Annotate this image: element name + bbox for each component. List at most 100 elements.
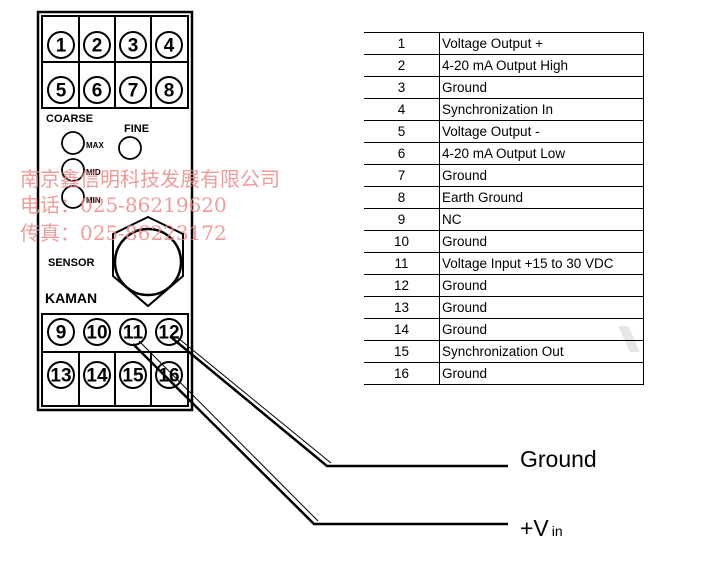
pin-function-cell: Ground <box>439 362 644 385</box>
watermark-line-2: 电话：025-86219620 <box>20 193 227 217</box>
pin-number-cell: 1 <box>364 32 440 55</box>
pin-number-cell: 8 <box>364 186 440 209</box>
terminal-1 <box>47 31 75 59</box>
pin-number-cell: 10 <box>364 230 440 253</box>
terminal-9-label: 9 <box>56 323 67 344</box>
max-label: MAX <box>86 141 104 150</box>
terminal-9 <box>47 318 75 346</box>
coarse-label: COARSE <box>46 113 93 125</box>
terminal-14-label: 14 <box>86 366 108 387</box>
min-label: MIN <box>86 196 101 205</box>
pin-number-cell: 11 <box>364 252 440 275</box>
pin-function-cell: NC <box>439 208 644 231</box>
pin-function-cell: Earth Ground <box>439 186 644 209</box>
pin-number-cell: 4 <box>364 98 440 121</box>
pin-function-cell: Ground <box>439 318 644 341</box>
pin-function-cell: Ground <box>439 230 644 253</box>
vin-label-subscript: in <box>551 523 563 539</box>
terminal-10-label: 10 <box>86 323 107 344</box>
pin-number-cell: 12 <box>364 274 440 297</box>
pin-number-cell: 6 <box>364 142 440 165</box>
mid-label: MID <box>86 168 101 177</box>
terminal-4-label: 4 <box>164 36 175 57</box>
pin-function-cell: Synchronization In <box>439 98 644 121</box>
terminal-15 <box>119 361 147 389</box>
terminal-10 <box>83 318 111 346</box>
pin-function-cell: Ground <box>439 296 644 319</box>
terminal-14 <box>83 361 111 389</box>
pin-number-cell: 2 <box>364 54 440 77</box>
coarse-max-indicator <box>61 131 85 155</box>
coarse-min-indicator <box>61 185 85 209</box>
terminal-5 <box>47 76 75 104</box>
pin-number-cell: 9 <box>364 208 440 231</box>
pin-number-cell: 7 <box>364 164 440 187</box>
terminal-5-label: 5 <box>56 81 67 102</box>
pin-number-cell: 13 <box>364 296 440 319</box>
terminal-3 <box>119 31 147 59</box>
terminal-11-label: 11 <box>123 323 144 344</box>
vin-wire <box>132 343 508 526</box>
terminal-3-label: 3 <box>128 36 139 57</box>
brand-logo: KAMAN <box>45 290 97 306</box>
pin-function-cell: 4-20 mA Output Low <box>439 142 644 165</box>
pin-number-cell: 3 <box>364 76 440 99</box>
terminal-6 <box>83 76 111 104</box>
pin-function-cell: 4-20 mA Output High <box>439 54 644 77</box>
pin-number-cell: 15 <box>364 340 440 363</box>
pin-number-cell: 16 <box>364 362 440 385</box>
terminal-8-label: 8 <box>164 81 175 102</box>
terminal-2 <box>83 31 111 59</box>
terminal-2-label: 2 <box>92 36 103 57</box>
pin-number-cell: 5 <box>364 120 440 143</box>
vin-label-main: +V <box>520 515 549 541</box>
ground-wire-label: Ground <box>520 446 597 472</box>
sensor-label: SENSOR <box>48 257 95 269</box>
terminal-7-label: 7 <box>128 81 139 102</box>
pin-function-cell: Synchronization Out <box>439 340 644 363</box>
sensor-connector <box>113 227 183 297</box>
ground-wire <box>171 337 508 468</box>
vin-wire-edge <box>138 340 319 522</box>
pin-function-cell: Ground <box>439 76 644 99</box>
terminal-16-label: 16 <box>158 366 179 387</box>
watermark-line-3: 传真：025-86223172 <box>20 221 227 245</box>
terminal-13-label: 13 <box>50 366 71 387</box>
pin-number-cell: 14 <box>364 318 440 341</box>
pin-function-cell: Voltage Output + <box>439 32 644 55</box>
terminal-12-label: 12 <box>158 323 179 344</box>
ground-wire-edge <box>177 337 332 464</box>
coarse-mid-indicator <box>61 158 85 182</box>
watermark-line-1: 南京鑫信明科技发展有限公司 <box>20 167 280 191</box>
pin-function-cell: Voltage Output - <box>439 120 644 143</box>
fine-label: FINE <box>124 123 149 135</box>
terminal-4 <box>155 31 183 59</box>
fine-adjust-pot <box>118 136 142 160</box>
terminal-13 <box>47 361 75 389</box>
terminal-6-label: 6 <box>92 81 103 102</box>
terminal-16 <box>155 361 183 389</box>
pin-function-cell: Voltage Input +15 to 30 VDC <box>439 252 644 275</box>
terminal-7 <box>119 76 147 104</box>
terminal-8 <box>155 76 183 104</box>
terminal-15-label: 15 <box>122 366 144 387</box>
